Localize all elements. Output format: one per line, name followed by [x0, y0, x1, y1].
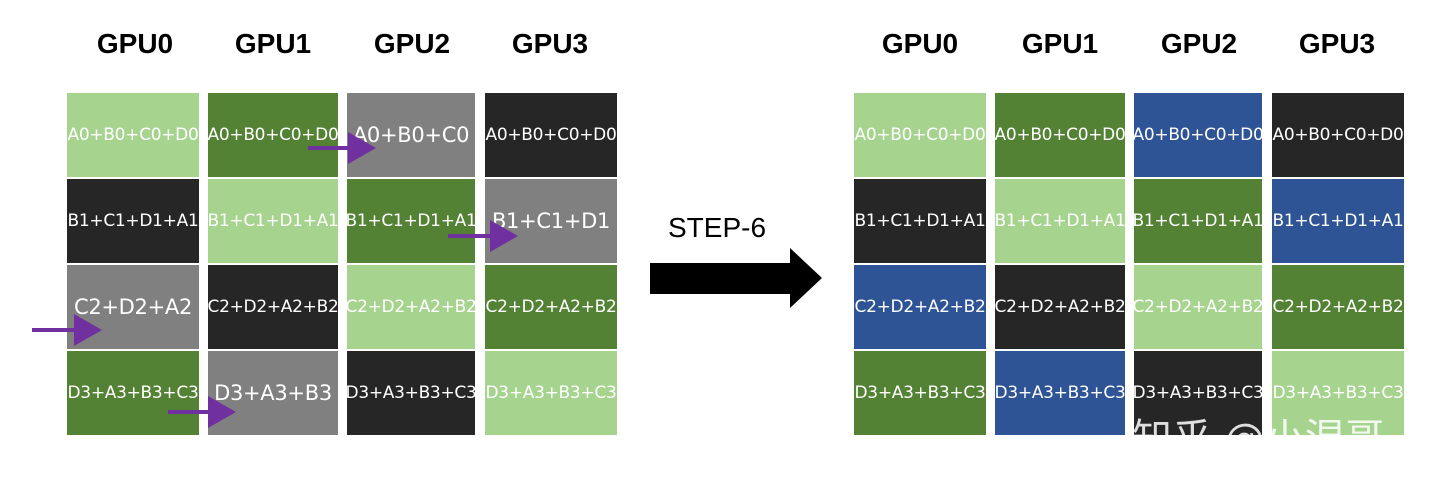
- right-gpu1-header: GPU1: [1021, 28, 1099, 59]
- left-cell-r3-gpu2: D3+A3+B3+C3: [347, 351, 475, 435]
- right-cell-r1-gpu3: B1+C1+D1+A1: [1272, 179, 1404, 263]
- right-cell-r3-gpu0: D3+A3+B3+C3: [854, 351, 986, 435]
- right-cell-r1-gpu0: B1+C1+D1+A1: [854, 179, 986, 263]
- left-cell-r3-gpu3: D3+A3+B3+C3: [485, 351, 617, 435]
- right-cell-r3-gpu1: D3+A3+B3+C3: [995, 351, 1125, 435]
- right-cell-r1-gpu1: B1+C1+D1+A1: [995, 179, 1125, 263]
- right-cell-r0-gpu2: A0+B0+C0+D0: [1134, 93, 1262, 177]
- right-gpu0-header: GPU0: [881, 28, 959, 59]
- left-cell-r3-gpu1: D3+A3+B3: [208, 351, 338, 435]
- left-cell-r0-gpu1: A0+B0+C0+D0: [208, 93, 338, 177]
- left-gpu1-header: GPU1: [234, 28, 312, 59]
- right-cell-r2-gpu3: C2+D2+A2+B2: [1272, 265, 1404, 349]
- step-arrow: [650, 248, 822, 308]
- right-cell-r1-gpu2: B1+C1+D1+A1: [1134, 179, 1262, 263]
- right-gpu3-header: GPU3: [1298, 28, 1376, 59]
- right-cell-r0-gpu3: A0+B0+C0+D0: [1272, 93, 1404, 177]
- right-cell-r3-gpu3: D3+A3+B3+C3: [1272, 351, 1404, 435]
- left-cell-r1-gpu0: B1+C1+D1+A1: [67, 179, 199, 263]
- step-label: STEP-6: [668, 212, 767, 243]
- left-gpu0-header: GPU0: [96, 28, 174, 59]
- left-cell-r1-gpu2: B1+C1+D1+A1: [347, 179, 475, 263]
- right-cell-r2-gpu0: C2+D2+A2+B2: [854, 265, 986, 349]
- left-cell-r2-gpu2: C2+D2+A2+B2: [347, 265, 475, 349]
- watermark: 知乎 @小湿哥: [1132, 416, 1385, 462]
- left-cell-r2-gpu1: C2+D2+A2+B2: [208, 265, 338, 349]
- left-gpu3-header: GPU3: [511, 28, 589, 59]
- left-cell-r0-gpu0: A0+B0+C0+D0: [67, 93, 199, 177]
- right-cell-r0-gpu0: A0+B0+C0+D0: [854, 93, 986, 177]
- right-cell-r0-gpu1: A0+B0+C0+D0: [995, 93, 1125, 177]
- right-cell-r2-gpu1: C2+D2+A2+B2: [995, 265, 1125, 349]
- right-gpu2-header: GPU2: [1160, 28, 1238, 59]
- left-cell-r1-gpu1: B1+C1+D1+A1: [208, 179, 338, 263]
- left-cell-r0-gpu3: A0+B0+C0+D0: [485, 93, 617, 177]
- right-cell-r3-gpu2: D3+A3+B3+C3: [1134, 351, 1262, 435]
- right-cell-r2-gpu2: C2+D2+A2+B2: [1134, 265, 1262, 349]
- left-cell-r3-gpu0: D3+A3+B3+C3: [67, 351, 199, 435]
- left-cell-r2-gpu0: C2+D2+A2: [67, 265, 199, 349]
- left-cell-r2-gpu3: C2+D2+A2+B2: [485, 265, 617, 349]
- left-gpu2-header: GPU2: [373, 28, 451, 59]
